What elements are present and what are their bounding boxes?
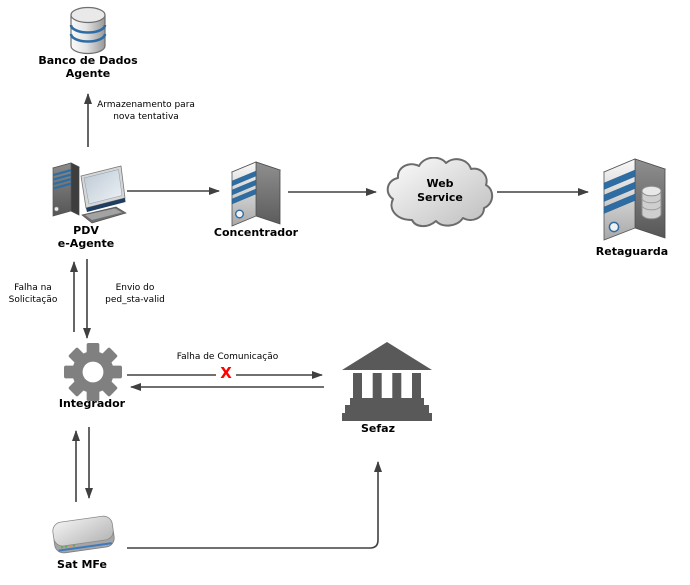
integrador-label: Integrador xyxy=(58,397,126,410)
web-service-label: Web Service xyxy=(417,177,463,204)
communication-failure-x-icon: X xyxy=(216,365,236,382)
bank-icon xyxy=(342,342,432,421)
retaguarda-label: Retaguarda xyxy=(595,245,669,258)
concentrador-label: Concentrador xyxy=(213,226,299,239)
edge-label-falha-comunicacao: Falha de Comunicação xyxy=(176,352,279,362)
node-banco-de-dados xyxy=(68,6,108,55)
node-concentrador xyxy=(226,148,286,232)
desktop-computer-icon xyxy=(52,162,127,224)
edge-label-falha-solicitacao: Falha na Solicitação xyxy=(8,283,58,305)
banco-dados-label: Banco de Dados Agente xyxy=(38,54,138,80)
sat-mfe-label: Sat MFe xyxy=(57,558,107,571)
arrow-satmfe-to-sefaz xyxy=(127,461,382,549)
node-retaguarda xyxy=(597,142,673,248)
node-integrador xyxy=(64,343,122,401)
gear-icon xyxy=(64,343,122,401)
server-icon xyxy=(230,161,282,227)
cloud-icon xyxy=(386,157,494,228)
sefaz-label: Sefaz xyxy=(361,422,395,435)
node-sefaz xyxy=(342,341,432,421)
database-icon xyxy=(69,6,107,55)
node-pdv xyxy=(44,153,128,225)
edge-label-envio-ped: Envio do ped_sta-valid xyxy=(105,283,165,305)
node-web-service xyxy=(384,157,496,231)
pdv-label: PDV e-Agente xyxy=(57,224,115,250)
sat-device-icon xyxy=(52,515,115,554)
node-sat-mfe xyxy=(42,512,126,562)
edge-label-armazenamento: Armazenamento para nova tentativa xyxy=(97,100,195,122)
server-database-icon xyxy=(602,158,667,241)
